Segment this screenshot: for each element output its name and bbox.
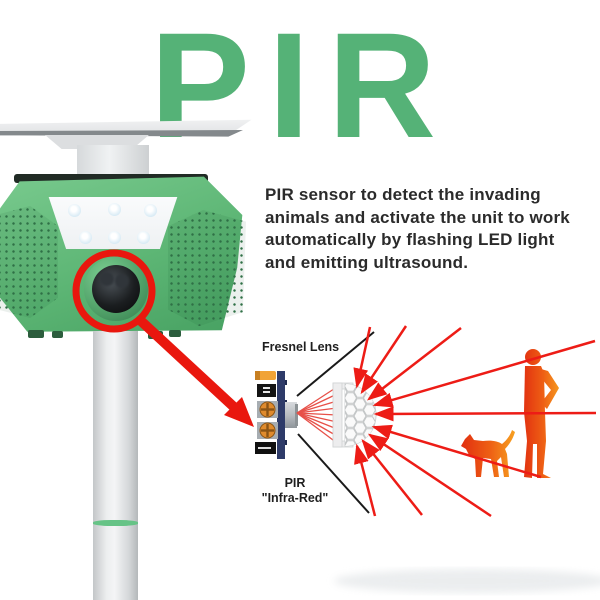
- screw: [257, 422, 278, 439]
- sensor-element: [100, 272, 114, 286]
- ground-shadow: [334, 569, 600, 593]
- led-light: [108, 231, 121, 244]
- led-light: [68, 204, 81, 217]
- mount-tab: [169, 330, 181, 337]
- label-pir: PIR: [284, 476, 306, 490]
- detection-rays: [353, 325, 597, 518]
- mount-tab: [28, 330, 44, 338]
- dog-silhouette: [461, 430, 515, 477]
- capacitor: [255, 371, 276, 380]
- feature-description: PIR sensor to detect the invading animal…: [265, 184, 570, 274]
- chip: [257, 384, 276, 397]
- speaker-grille-left: [0, 206, 58, 318]
- ir-fan-rays: [296, 386, 338, 444]
- pole-green-ring: [93, 520, 138, 526]
- mount-tab: [52, 331, 63, 338]
- description-line: automatically by flashing LED light: [265, 230, 555, 249]
- pir-sensor-dome: [92, 265, 140, 313]
- description-line: PIR sensor to detect the invading: [265, 185, 541, 204]
- leader-line-fresnel: [296, 331, 375, 397]
- detection-ray: [372, 339, 596, 408]
- detection-ray: [373, 406, 597, 422]
- pir-sensor-board-graphic: [255, 371, 298, 459]
- detection-ray: [353, 326, 372, 389]
- label-infrared: "Infra-Red": [261, 491, 329, 505]
- description-line: and emitting ultrasound.: [265, 252, 469, 272]
- speaker-grille-right: [168, 210, 246, 326]
- detection-ray: [360, 325, 408, 395]
- pir-sensor-can: [285, 402, 297, 428]
- detection-ray: [361, 439, 423, 516]
- label-fresnel-lens: Fresnel Lens: [262, 340, 340, 354]
- detection-ray: [367, 433, 492, 518]
- detection-ray: [354, 443, 377, 517]
- detection-ray: [367, 327, 462, 401]
- detection-ray: [371, 424, 542, 479]
- screw: [257, 401, 278, 418]
- led-light: [144, 204, 157, 217]
- description-line: animals and activate the unit to work: [265, 207, 570, 227]
- label-pir-infrared: PIR "Infra-Red": [250, 476, 340, 506]
- mount-neck: [77, 145, 149, 179]
- red-circle-annotation: [72, 249, 156, 333]
- led-light: [79, 231, 92, 244]
- fresnel-lens-graphic: [332, 382, 377, 448]
- solar-panel-underside: [0, 130, 243, 137]
- red-arrow-annotation: [137, 317, 254, 427]
- mounting-pole: [93, 331, 138, 600]
- sensor-element: [115, 274, 129, 288]
- device-top-edge: [14, 174, 208, 183]
- leader-line-pir: [297, 433, 370, 514]
- led-light: [108, 203, 121, 216]
- led-light: [137, 231, 150, 244]
